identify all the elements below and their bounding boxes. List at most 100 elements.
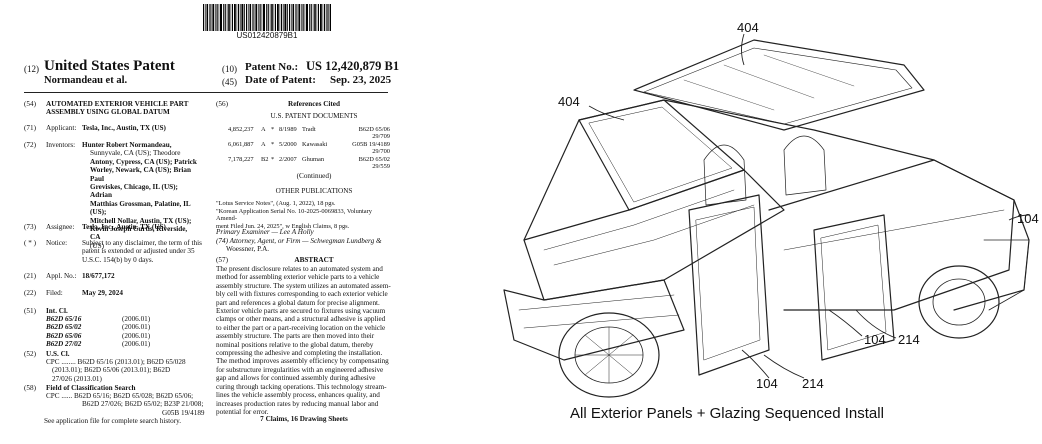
field-code: ( * ) (24, 239, 36, 247)
claims-line: 7 Claims, 16 Drawing Sheets (260, 415, 348, 423)
inventor-line: Mitchell Nollar, Austin, TX (US); (90, 216, 192, 225)
ref-kind: A (261, 126, 266, 133)
patent-no-value: US 12,420,879 B1 (306, 59, 400, 73)
inventor-line: Kevin Joseph Curtis, Riverside, CA (90, 225, 188, 242)
abstract-line: to either the part or a part-receiving l… (216, 323, 386, 332)
ref-star: * (271, 156, 275, 163)
field-search-text: CPC ...... B62D 65/16; B62D 65/028; B62D… (44, 392, 216, 426)
intcl-year: (2006.01) (122, 315, 151, 323)
us-docs-table: 4,852,237 A * 8/1989 Tradt B62D 65/06 29… (228, 126, 390, 171)
filed-value: May 29, 2024 (82, 289, 123, 297)
abstract-line: curing through tacking operations. This … (216, 382, 387, 391)
intcl-class: B62D 65/06 (46, 331, 82, 340)
field-code: (57) (216, 256, 228, 264)
rear-door (813, 214, 895, 361)
attorney-line: Woessner, P.A. (226, 245, 270, 253)
inventor-line: Worley, Newark, CA (US); Brian Paul (90, 166, 192, 183)
ref-date: 5/2000 (279, 141, 297, 148)
ref-star: * (271, 126, 275, 133)
ref-row: 7,178,227 B2 * 2/2007 Ghuman B62D 65/02 … (228, 156, 390, 171)
header-code-12: (12) (24, 64, 39, 74)
abstract-line: for substructure irregularities with an … (216, 365, 384, 374)
inventor-short: Normandeau et al. (44, 75, 128, 86)
abstract-line: compressing the adhesive and completing … (216, 349, 383, 358)
field-code: (58) (24, 384, 36, 392)
leader-line (855, 309, 897, 339)
us-docs-title: U.S. PATENT DOCUMENTS (270, 112, 358, 120)
ref-label-104: 104 (756, 376, 778, 391)
drawing-caption: All Exterior Panels + Glazing Sequenced … (570, 405, 884, 422)
barcode (203, 4, 331, 31)
ref-class: 29/559 (372, 163, 390, 170)
field-code: (72) (24, 141, 36, 149)
notice-text: Subject to any disclaimer, the term of t… (82, 239, 212, 264)
ref-kind: B2 (261, 156, 269, 163)
ref-date: 8/1989 (279, 126, 297, 133)
abstract-line: part and references a global datum for p… (216, 298, 380, 307)
abstract-line: Exterior vehicle parts are secured to fi… (216, 307, 386, 316)
abstract-line: potential for error. (216, 407, 269, 416)
intcl-class: B62D 65/16 (46, 315, 82, 323)
ref-label-214: 214 (898, 332, 920, 347)
field-search-line: B62D 27/026; B62D 65/02; B23P 21/008; (82, 400, 204, 409)
inventor-line: Antony, Cypress, CA (US); Patrick (90, 157, 197, 166)
notice-line: U.S.C. 154(b) by 0 days. (82, 255, 154, 264)
inventor-line: Hunter Robert Normandeau, (82, 141, 172, 149)
vehicle-drawing: 404 404 104 104 214 104 214 (503, 20, 1039, 398)
continued-note: (Continued) (296, 172, 332, 180)
intcl-year: (2006.01) (122, 331, 151, 340)
assignee-label: Assignee: (46, 223, 75, 231)
ref-name: Ghuman (302, 156, 325, 163)
uscl-line: 27/026 (2013.01) (52, 374, 102, 383)
notice-label: Notice: (46, 239, 68, 247)
leader-line (763, 354, 805, 379)
field-search-label: Field of Classification Search (46, 384, 136, 392)
uscl-line: CPC ........ B62D 65/16 (2013.01); B62D … (46, 358, 186, 366)
inventor-line: (US) (90, 241, 104, 250)
ref-label-214: 214 (802, 376, 824, 391)
inventor-line: Sunnyvale, CA (US); Theodore (90, 149, 181, 158)
abstract-line: clamps or other means, and a structural … (216, 315, 386, 324)
abstract-line: nominal positions relative to the global… (216, 340, 374, 349)
inventors-list: Hunter Robert Normandeau, Sunnyvale, CA … (82, 141, 197, 250)
leader-line (828, 309, 863, 337)
appl-label: Appl. No.: (46, 272, 77, 280)
ref-class: 29/700 (372, 148, 390, 155)
other-pubs: "Lotus Service Notes", (Aug. 1, 2022), 1… (216, 200, 392, 230)
invention-title-line: ASSEMBLY USING GLOBAL DATUM (46, 108, 170, 116)
date-code: (45) (222, 77, 237, 87)
ref-label-104: 104 (864, 332, 886, 347)
date-label: Date of Patent: (245, 74, 316, 86)
notice-line: patent is extended or adjusted under 35 (82, 247, 195, 256)
applicant-value: Tesla, Inc., Austin, TX (US) (82, 124, 166, 132)
ref-label-404: 404 (737, 20, 759, 35)
uscl-label: U.S. Cl. (46, 350, 70, 358)
ref-label-104: 104 (1017, 211, 1039, 226)
ref-class: B62D 65/06 (358, 126, 390, 133)
abstract-line: lines the vehicle assembly process, enha… (216, 391, 380, 400)
ref-row: 6,061,887 A * 5/2000 Kawasaki G05B 19/41… (228, 141, 390, 156)
intcl-table: B62D 65/16(2006.01) B62D 65/02(2006.01) … (46, 315, 206, 349)
notice-line: Subject to any disclaimer, the term of t… (82, 239, 202, 247)
ref-name: Tradt (302, 126, 316, 133)
uscl-line: (2013.01); B62D 65/06 (2013.01); B62D (52, 366, 171, 375)
field-code: (51) (24, 307, 36, 315)
abstract-line: bly cell with fixtures corresponding to … (216, 290, 388, 299)
filed-label: Filed: (46, 289, 63, 297)
applicant-label: Applicant: (46, 124, 77, 132)
intcl-year: (2006.01) (122, 323, 151, 332)
attorney-line: (74) Attorney, Agent, or Firm — Schwegma… (216, 237, 382, 245)
field-code: (52) (24, 350, 36, 358)
ref-number: 6,061,887 (228, 141, 254, 148)
abstract-line: gap and allows for continued assembly du… (216, 374, 376, 383)
hood (523, 169, 785, 301)
roof-glass-panel (633, 39, 925, 131)
ref-star: * (271, 141, 275, 148)
other-pub-line: "Korean Application Serial No. 10-2025-0… (216, 207, 372, 223)
front-door (688, 194, 770, 376)
field-code: (22) (24, 289, 36, 297)
abstract-text: The present disclosure relates to an aut… (216, 265, 392, 416)
ref-class: B62D 65/02 (358, 156, 390, 163)
other-pubs-title: OTHER PUBLICATIONS (275, 187, 353, 195)
leader-line (741, 33, 745, 66)
